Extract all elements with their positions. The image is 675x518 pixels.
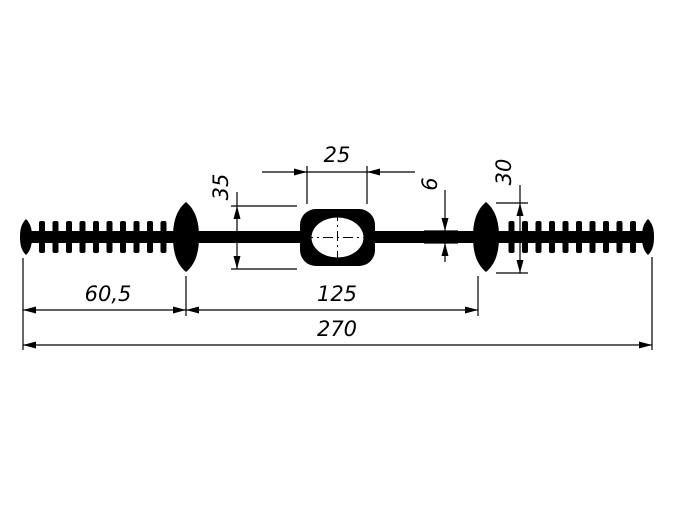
arrowhead bbox=[441, 218, 449, 231]
dimension-block-height: 35 bbox=[209, 174, 297, 270]
left-end-bulb bbox=[20, 219, 32, 255]
dim-label-rib-height: 30 bbox=[492, 159, 516, 186]
profile-body bbox=[20, 202, 654, 272]
arrowhead bbox=[186, 306, 199, 314]
dimension-rib-height: 30 bbox=[492, 159, 528, 274]
dimension-overall-width: 270 bbox=[23, 257, 653, 350]
dimension-inner-span: 125 bbox=[186, 276, 479, 316]
dim-label-left-offset: 60,5 bbox=[85, 282, 132, 306]
arrowhead bbox=[23, 306, 36, 314]
dim-label-web-thickness: 6 bbox=[418, 177, 442, 190]
arrowhead bbox=[367, 168, 380, 176]
arrowhead bbox=[233, 256, 241, 269]
arrowhead bbox=[465, 306, 478, 314]
arrowhead bbox=[639, 341, 652, 349]
dimension-left-offset: 60,5 bbox=[22, 258, 478, 350]
arrowhead bbox=[173, 306, 186, 314]
arrowhead bbox=[516, 260, 524, 273]
right-rib-fins bbox=[508, 221, 636, 253]
arrowhead bbox=[23, 341, 36, 349]
left-rib-fins bbox=[39, 221, 167, 253]
dimension-web-thickness: 6 bbox=[418, 177, 458, 262]
dim-label-inner-span: 125 bbox=[317, 282, 357, 306]
arrowhead bbox=[516, 203, 524, 216]
dim-label-block-height: 35 bbox=[209, 174, 233, 201]
arrowhead bbox=[441, 243, 449, 256]
dim-label-overall-width: 270 bbox=[317, 317, 357, 341]
dimension-top-width: 25 bbox=[262, 143, 415, 204]
arrowhead bbox=[233, 206, 241, 219]
right-anchor-bulb bbox=[473, 202, 499, 272]
left-anchor-bulb bbox=[173, 202, 199, 272]
right-end-bulb bbox=[642, 219, 654, 255]
dim-label-top-width: 25 bbox=[324, 143, 351, 167]
arrowhead bbox=[294, 168, 307, 176]
